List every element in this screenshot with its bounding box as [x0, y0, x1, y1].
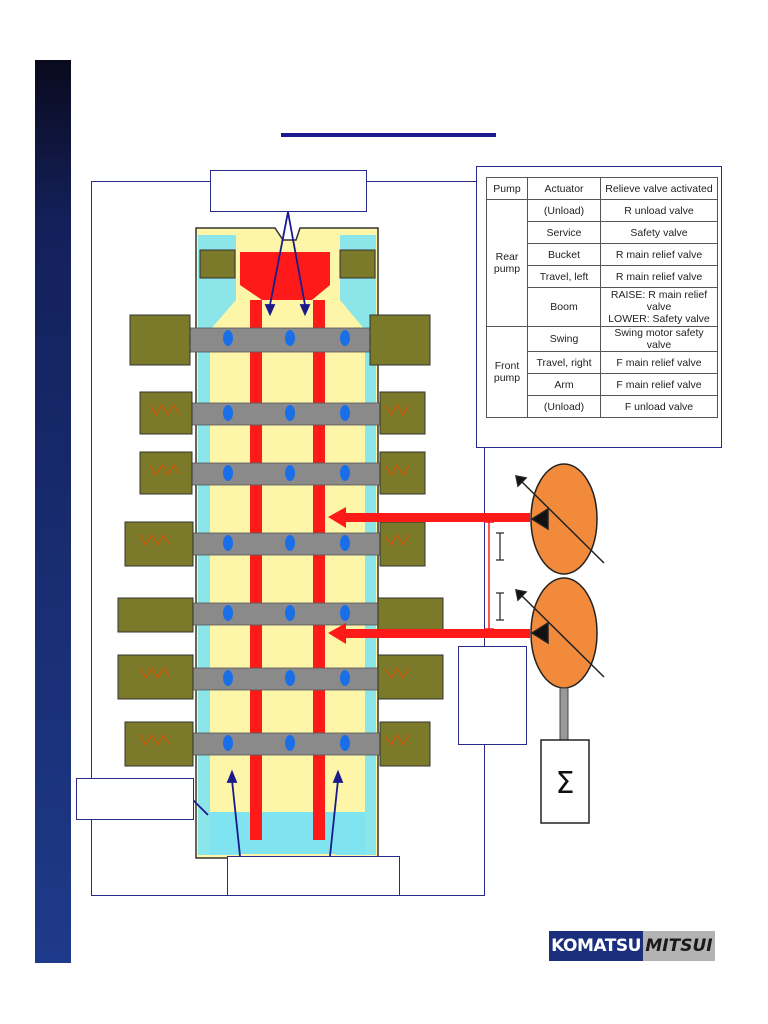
- valve-line: RAISE: R main relief valve: [610, 289, 708, 313]
- actuator-housings: [117, 249, 444, 767]
- valve-cell: Swing motor safety valve: [600, 326, 718, 352]
- company-logo: KOMATSU MITSUI: [549, 931, 715, 961]
- label-box-top: [210, 170, 367, 212]
- pump-pressure-top: [240, 252, 330, 300]
- flow-arrows: [328, 507, 530, 644]
- valve-line: LOWER: Safety valve: [608, 313, 710, 325]
- bracket-marks: [496, 532, 504, 621]
- table-row: Service Safety valve: [487, 221, 718, 244]
- relief-valve-table: Pump Actuator Relieve valve activated Re…: [486, 177, 718, 418]
- actuator-cell: Service: [527, 221, 601, 244]
- logo-mitsui: MITSUI: [643, 931, 715, 961]
- actuator-cell: Travel, left: [527, 265, 601, 288]
- pump-pressure-left: [250, 300, 262, 840]
- actuator-cell: (Unload): [527, 395, 601, 418]
- actuator-cell: (Unload): [527, 199, 601, 222]
- valve-cell: R main relief valve: [600, 265, 718, 288]
- bracket-lines: [484, 521, 494, 630]
- valve-cell: F unload valve: [600, 395, 718, 418]
- table-row: Rear pump (Unload) R unload valve: [486, 199, 718, 327]
- label-box-left: [76, 778, 194, 820]
- pump-cell-rear: Rear pump: [486, 199, 528, 327]
- actuator-cell: Arm: [527, 373, 601, 396]
- pump-label-line: Front: [494, 360, 520, 372]
- hydraulic-pumps: [515, 463, 605, 689]
- pump-pressure-right: [313, 300, 325, 840]
- actuator-cell: Travel, right: [527, 351, 601, 374]
- table-header-row: Pump Actuator Relieve valve activated: [486, 177, 718, 200]
- return-passage-right: [335, 235, 376, 855]
- relief-valve-table-panel: Pump Actuator Relieve valve activated Re…: [476, 166, 722, 448]
- engine-symbol: Σ: [556, 766, 575, 801]
- valve-cell: F main relief valve: [600, 373, 718, 396]
- table-row: (Unload) F unload valve: [487, 395, 718, 418]
- label-box-bottom: [227, 856, 400, 896]
- table-row: Boom RAISE: R main relief valve LOWER: S…: [487, 287, 718, 327]
- title-underline: [281, 133, 496, 137]
- side-accent-bar: [35, 60, 71, 963]
- actuator-cell: Boom: [527, 287, 601, 327]
- engine-box: [540, 739, 590, 824]
- valve-cell: F main relief valve: [600, 351, 718, 374]
- pump-label-line: pump: [493, 263, 521, 275]
- return-passage-left: [198, 235, 240, 855]
- leader-arrows: [192, 211, 344, 857]
- pump-label-line: Rear: [495, 251, 519, 263]
- actuator-cell: Swing: [527, 326, 601, 352]
- return-bottom: [210, 812, 365, 854]
- actuator-cell: Bucket: [527, 243, 601, 266]
- pump-shaft: [559, 687, 569, 741]
- header-relief-valve: Relieve valve activated: [600, 177, 718, 200]
- pump-label-line: pump: [493, 372, 521, 384]
- pump-cell-front: Front pump: [486, 326, 528, 418]
- springs: [139, 403, 410, 747]
- label-box-right: [458, 646, 527, 745]
- table-row: Travel, left R main relief valve: [487, 265, 718, 288]
- valve-cell: RAISE: R main relief valve LOWER: Safety…: [600, 287, 718, 327]
- table-row: Bucket R main relief valve: [487, 243, 718, 266]
- valve-cell: Safety valve: [600, 221, 718, 244]
- logo-komatsu: KOMATSU: [549, 931, 643, 961]
- header-pump: Pump: [486, 177, 528, 200]
- valve-cell: R main relief valve: [600, 243, 718, 266]
- table-row: Front pump Swing Swing motor safety valv…: [486, 326, 718, 418]
- header-actuator: Actuator: [527, 177, 601, 200]
- valve-cell: R unload valve: [600, 199, 718, 222]
- ports: [223, 330, 350, 751]
